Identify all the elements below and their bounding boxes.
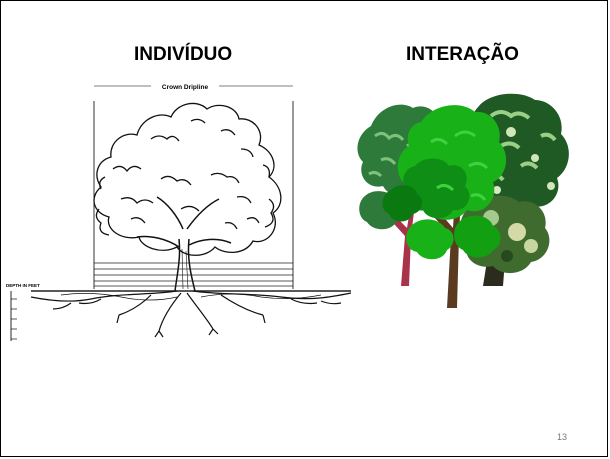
tree-trunk [136,196,232,292]
trees-svg [357,93,569,308]
title-individuo: INDIVÍDUO [134,44,233,65]
depth-in-feet-label: DEPTH IN FEET [6,283,40,288]
tree-dripline-diagram: Crown Dripline [1,79,361,349]
depth-scale: DEPTH IN FEET [6,283,40,341]
page-number: 13 [556,432,567,442]
title-interacao: INTERAÇÃO [406,44,519,65]
crown-dripline-label: Crown Dripline [162,84,209,91]
tree-roots [30,290,352,338]
tree-front [382,105,507,308]
soil-layers [31,262,351,292]
tree-crown [93,102,282,256]
interacting-trees-illustration [351,86,581,316]
tree-diagram-svg: Crown Dripline [6,84,352,341]
